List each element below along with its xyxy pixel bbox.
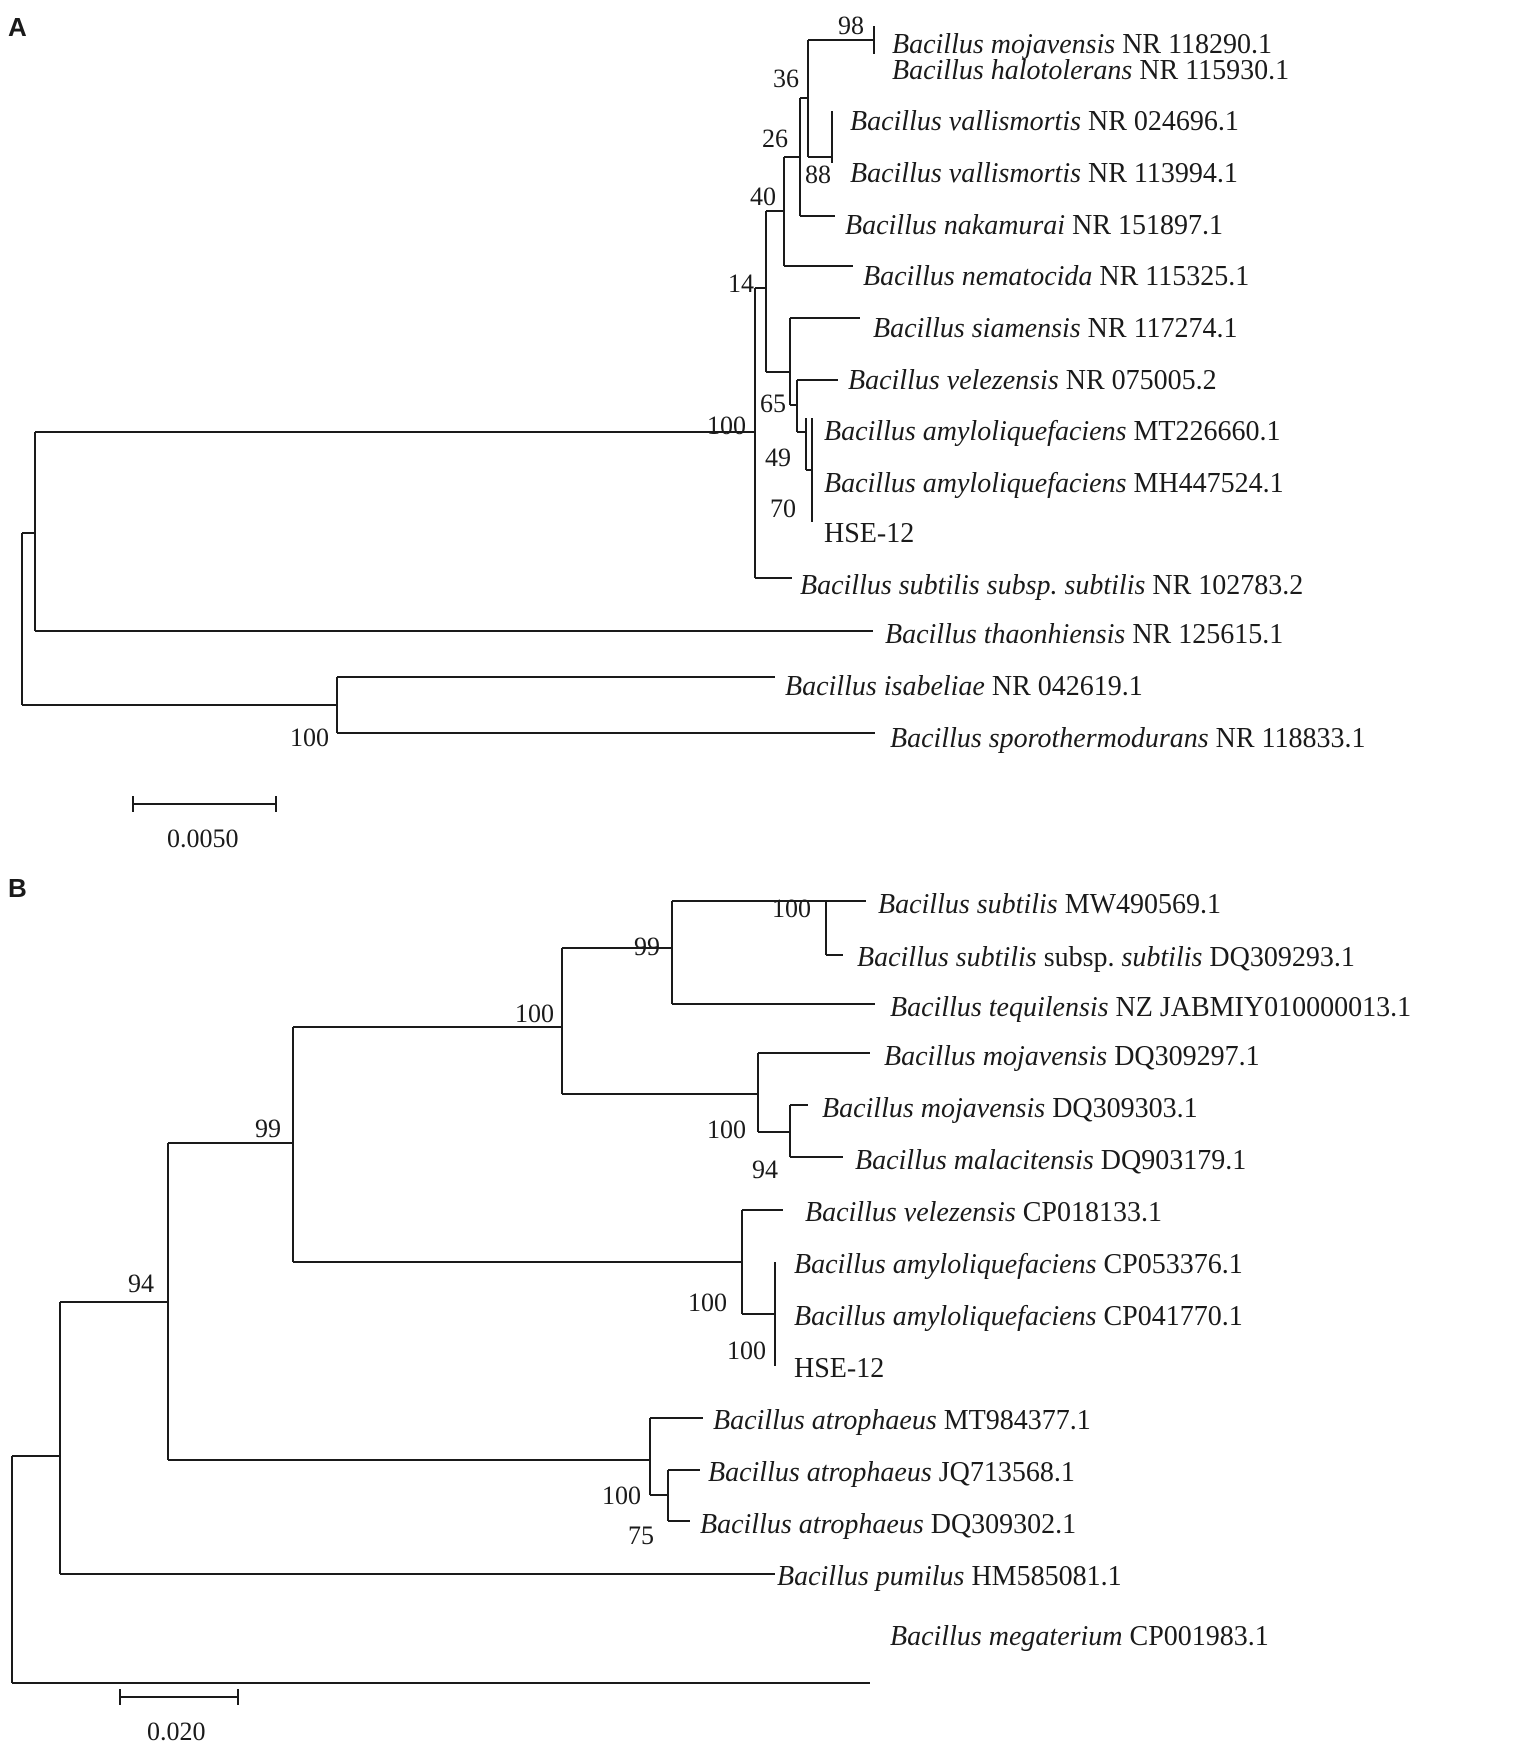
bootstrap-value: 100 bbox=[707, 411, 746, 440]
leaf-label: Bacillus siamensis NR 117274.1 bbox=[873, 313, 1238, 344]
bootstrap-value: 40 bbox=[750, 182, 776, 211]
leaf-label: Bacillus atrophaeus DQ309302.1 bbox=[700, 1509, 1076, 1540]
panel-b-bootstrap-values: 100 99 100 100 94 99 100 100 100 75 94 bbox=[128, 894, 811, 1550]
bootstrap-value: 94 bbox=[128, 1269, 154, 1298]
bootstrap-value: 94 bbox=[752, 1155, 778, 1184]
panel-a-bootstrap-values: 98 36 26 88 40 14 65 100 49 70 100 bbox=[290, 11, 864, 752]
leaf-label: Bacillus mojavensis DQ309303.1 bbox=[822, 1093, 1198, 1124]
leaf-label: Bacillus sporothermodurans NR 118833.1 bbox=[890, 723, 1366, 754]
panel-a-leaf-labels: Bacillus mojavensis NR 118290.1 Bacillus… bbox=[785, 29, 1366, 754]
panel-a-branches bbox=[21, 26, 875, 734]
leaf-label: Bacillus mojavensis NR 118290.1 bbox=[892, 29, 1272, 60]
leaf-label: Bacillus amyloliquefaciens MT226660.1 bbox=[824, 416, 1281, 447]
panel-b-branches bbox=[11, 900, 875, 1684]
leaf-label: Bacillus amyloliquefaciens MH447524.1 bbox=[824, 468, 1284, 499]
panel-b-label: B bbox=[8, 873, 27, 903]
leaf-label: Bacillus atrophaeus MT984377.1 bbox=[713, 1405, 1091, 1436]
bootstrap-value: 36 bbox=[773, 64, 799, 93]
bootstrap-value: 100 bbox=[772, 894, 811, 923]
leaf-label: Bacillus velezensis NR 075005.2 bbox=[848, 365, 1217, 396]
leaf-label: Bacillus vallismortis NR 113994.1 bbox=[850, 158, 1238, 189]
leaf-label: Bacillus pumilus HM585081.1 bbox=[777, 1561, 1122, 1592]
leaf-label: Bacillus velezensis CP018133.1 bbox=[805, 1197, 1162, 1228]
bootstrap-value: 100 bbox=[515, 999, 554, 1028]
leaf-label: Bacillus amyloliquefaciens CP041770.1 bbox=[794, 1301, 1243, 1332]
leaf-label: Bacillus megaterium CP001983.1 bbox=[890, 1621, 1269, 1652]
bootstrap-value: 100 bbox=[290, 723, 329, 752]
leaf-label: Bacillus isabeliae NR 042619.1 bbox=[785, 671, 1143, 702]
leaf-label: Bacillus subtilis MW490569.1 bbox=[878, 889, 1221, 920]
leaf-label: Bacillus malacitensis DQ903179.1 bbox=[855, 1145, 1246, 1176]
bootstrap-value: 70 bbox=[770, 494, 796, 523]
leaf-label: Bacillus mojavensis DQ309297.1 bbox=[884, 1041, 1260, 1072]
leaf-label: Bacillus nematocida NR 115325.1 bbox=[863, 261, 1249, 292]
panel-b: B bbox=[8, 873, 1411, 1746]
panel-a: A bbox=[8, 11, 1366, 853]
bootstrap-value: 100 bbox=[707, 1115, 746, 1144]
leaf-label: Bacillus nakamurai NR 151897.1 bbox=[845, 210, 1223, 241]
leaf-label: Bacillus subtilis subsp. subtilis DQ3092… bbox=[857, 942, 1355, 973]
bootstrap-value: 99 bbox=[634, 932, 660, 961]
leaf-label: Bacillus subtilis subsp. subtilis NR 102… bbox=[800, 570, 1303, 601]
bootstrap-value: 100 bbox=[688, 1288, 727, 1317]
bootstrap-value: 26 bbox=[762, 124, 788, 153]
leaf-label-hse-12: HSE-12 bbox=[794, 1353, 884, 1384]
bootstrap-value: 100 bbox=[727, 1336, 766, 1365]
bootstrap-value: 75 bbox=[628, 1521, 654, 1550]
bootstrap-value: 14 bbox=[728, 269, 754, 298]
panel-a-label: A bbox=[8, 12, 27, 42]
bootstrap-value: 88 bbox=[805, 160, 831, 189]
bootstrap-value: 49 bbox=[765, 443, 791, 472]
bootstrap-value: 99 bbox=[255, 1114, 281, 1143]
panel-b-scale-bar: 0.020 bbox=[119, 1689, 239, 1746]
bootstrap-value: 65 bbox=[760, 389, 786, 418]
leaf-label: Bacillus vallismortis NR 024696.1 bbox=[850, 106, 1239, 137]
leaf-label: Bacillus halotolerans NR 115930.1 bbox=[892, 55, 1289, 86]
leaf-label: Bacillus atrophaeus JQ713568.1 bbox=[708, 1457, 1075, 1488]
panel-a-scale-bar: 0.0050 bbox=[132, 796, 277, 853]
leaf-label: Bacillus amyloliquefaciens CP053376.1 bbox=[794, 1249, 1243, 1280]
bootstrap-value: 100 bbox=[602, 1481, 641, 1510]
bootstrap-value: 98 bbox=[838, 11, 864, 40]
scale-bar-label: 0.020 bbox=[147, 1717, 206, 1746]
panel-b-leaf-labels: Bacillus subtilis MW490569.1 Bacillus su… bbox=[700, 889, 1411, 1652]
scale-bar-label: 0.0050 bbox=[167, 824, 239, 853]
leaf-label: Bacillus thaonhiensis NR 125615.1 bbox=[885, 619, 1283, 650]
leaf-label-hse-12: HSE-12 bbox=[824, 518, 914, 549]
leaf-label: Bacillus tequilensis NZ JABMIY010000013.… bbox=[890, 992, 1411, 1023]
